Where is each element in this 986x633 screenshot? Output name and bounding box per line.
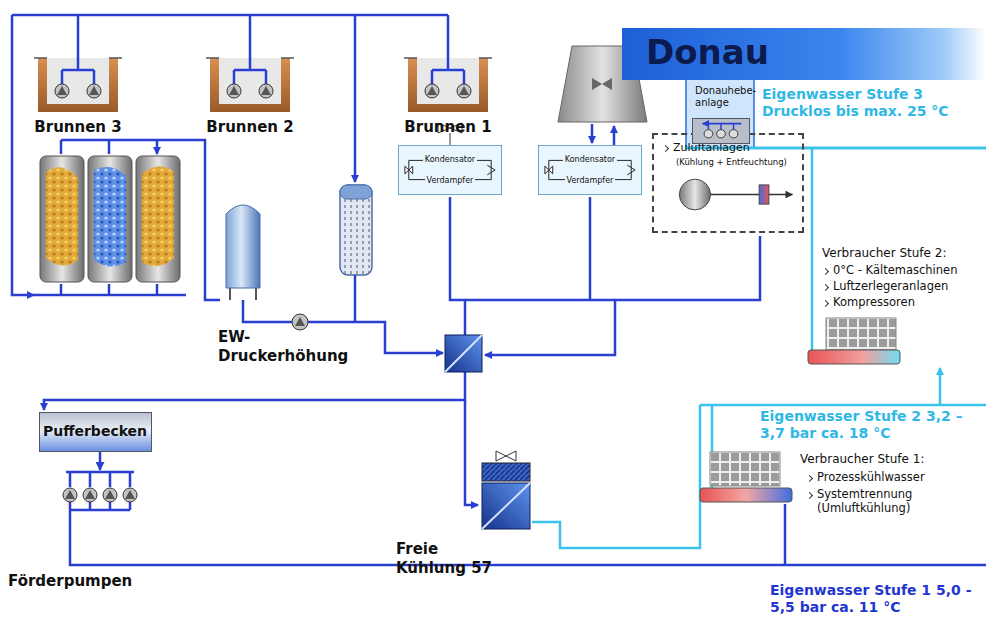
chiller-box: KondensatorVerdampfer <box>538 145 642 195</box>
component-label: Verdampfer <box>565 176 616 186</box>
well-shape <box>38 50 118 112</box>
lifting-station: Donauhebe-anlage <box>692 118 750 144</box>
pressure-tank-shape <box>222 200 264 300</box>
pump-group: Förderpumpen <box>58 470 142 515</box>
buffer-tank: Pufferbecken <box>39 412 152 452</box>
heat-exchanger <box>445 335 482 372</box>
chiller-box-shape <box>539 146 641 194</box>
pump-group-shape <box>58 470 142 515</box>
consumer-heading: Verbraucher Stufe 1: <box>800 452 924 466</box>
chiller-box: KondensatorVerdampfer <box>398 145 502 195</box>
pump-label: Förderpumpen <box>8 572 132 590</box>
component-label: Kondensator <box>563 155 617 165</box>
consumer-exchanger: Verbraucher Stufe 2:0°C - Kältemaschinen… <box>808 318 900 366</box>
well-shape <box>408 50 488 112</box>
box-note: (Kühlung + Entfeuchtung) <box>676 157 787 167</box>
pressure-level-label: Eigenwasser Stufe 2 3,2 – 3,7 bar ca. 18… <box>760 408 975 442</box>
pipe-connector <box>99 452 102 470</box>
consumer-exchanger-shape <box>808 318 900 366</box>
air-handling-box: Zuluftanlagen(Kühlung + Entfeuchtung) <box>652 133 804 233</box>
river-name: Donau <box>646 32 769 73</box>
well-label: Brunnen 3 <box>18 118 138 136</box>
consumer-item: Systemtrennung (Umluftkühlung) <box>806 488 957 516</box>
cartridge-filter <box>340 185 372 275</box>
well-shape <box>210 50 290 112</box>
river-inlet <box>686 78 986 148</box>
pressure-pump <box>292 314 308 330</box>
component-label: Kondensator <box>423 155 477 165</box>
consumer-item: 0°C - Kältemaschinen <box>822 264 957 278</box>
station-label: EW-Druckerhöhung <box>218 328 330 366</box>
tank-label: Pufferbecken <box>43 423 147 440</box>
pressure-tank: EW-Druckerhöhung <box>222 200 264 300</box>
free-cooling-exchanger: Freie Kühlung 57 <box>480 450 532 530</box>
consumer-item: Kompressoren <box>822 296 915 310</box>
chiller-box-shape <box>399 146 501 194</box>
river-band: Donau <box>622 28 986 80</box>
consumer-exchanger: Verbraucher Stufe 1:ProzesskühlwasserSys… <box>700 452 792 504</box>
well-label: Brunnen 1 <box>388 118 508 136</box>
component-label: Verdampfer <box>425 176 476 186</box>
cyan-pipes <box>532 148 986 548</box>
well: Brunnen 2 <box>210 50 290 112</box>
pressure-level-label: Eigenwasser Stufe 3 Drucklos bis max. 25… <box>762 86 972 120</box>
well: Brunnen 1 <box>408 50 488 112</box>
consumer-item: Luftzerlegeranlagen <box>822 280 948 294</box>
filter-tanks <box>40 156 180 282</box>
pressure-level-label: Eigenwasser Stufe 1 5,0 - 5,5 bar ca. 11… <box>770 582 982 616</box>
well-label: Brunnen 2 <box>190 118 310 136</box>
consumer-item: Prozesskühlwasser <box>806 471 925 485</box>
consumer-exchanger-shape <box>700 452 792 504</box>
supply-pipes <box>44 197 986 565</box>
exchanger-label: Freie Kühlung 57 <box>396 540 508 578</box>
consumer-heading: Verbraucher Stufe 2: <box>822 246 946 260</box>
lifting-station-shape <box>693 119 749 143</box>
free-cooling-exchanger-shape <box>480 450 532 530</box>
well: Brunnen 3 <box>38 50 118 112</box>
well-pipes <box>12 15 448 300</box>
station-label: Donauhebe-anlage <box>695 85 755 109</box>
